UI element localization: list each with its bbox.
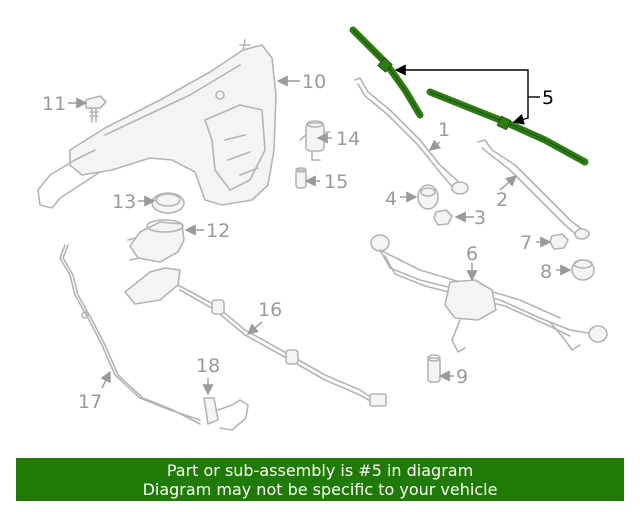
bolt-11 xyxy=(85,95,107,123)
callout-7: 7 xyxy=(520,232,532,254)
callout-17: 17 xyxy=(78,391,102,413)
banner-line-part: Part or sub-assembly is #5 in diagram xyxy=(166,461,474,480)
banner-line-disclaimer: Diagram may not be specific to your vehi… xyxy=(142,480,498,499)
washer-pump xyxy=(299,120,331,161)
callout-15: 15 xyxy=(324,171,348,193)
nut-3 xyxy=(433,209,453,226)
callout-2: 2 xyxy=(496,189,508,211)
callout-3: 3 xyxy=(474,207,486,229)
callout-5: 5 xyxy=(542,87,554,109)
wiper-blades-5 xyxy=(349,26,589,166)
hose-17 xyxy=(59,244,201,425)
callout-9: 9 xyxy=(456,366,468,388)
wiper-arm-1 xyxy=(354,77,469,195)
washer-reservoir xyxy=(37,39,277,209)
callout-14: 14 xyxy=(336,128,360,150)
wiper-arm-2 xyxy=(477,139,590,240)
filler-neck xyxy=(127,219,185,263)
callout-4: 4 xyxy=(385,188,397,210)
callout-18: 18 xyxy=(196,355,220,377)
leader-lines xyxy=(68,64,572,396)
cap-8 xyxy=(571,259,595,281)
callout-1: 1 xyxy=(438,119,450,141)
filler-cap xyxy=(151,192,185,214)
nozzle-18 xyxy=(203,397,249,431)
grommet-9 xyxy=(427,354,441,383)
callout-labels: 1 2 3 4 5 6 7 8 9 10 11 12 13 14 15 16 1… xyxy=(42,71,554,413)
callout-8: 8 xyxy=(540,261,552,283)
hose-16 xyxy=(124,267,387,407)
callout-6: 6 xyxy=(466,243,478,265)
part-info-banner: Part or sub-assembly is #5 in diagram Di… xyxy=(16,458,624,501)
nut-cap-4 xyxy=(417,184,439,210)
callout-10: 10 xyxy=(302,71,326,93)
callout-13: 13 xyxy=(112,191,136,213)
grommet-15 xyxy=(295,167,307,189)
nut-7 xyxy=(549,233,569,250)
wiper-linkage-motor xyxy=(370,234,608,353)
callout-11: 11 xyxy=(42,93,66,115)
callout-12: 12 xyxy=(206,220,230,242)
callout-16: 16 xyxy=(258,299,282,321)
